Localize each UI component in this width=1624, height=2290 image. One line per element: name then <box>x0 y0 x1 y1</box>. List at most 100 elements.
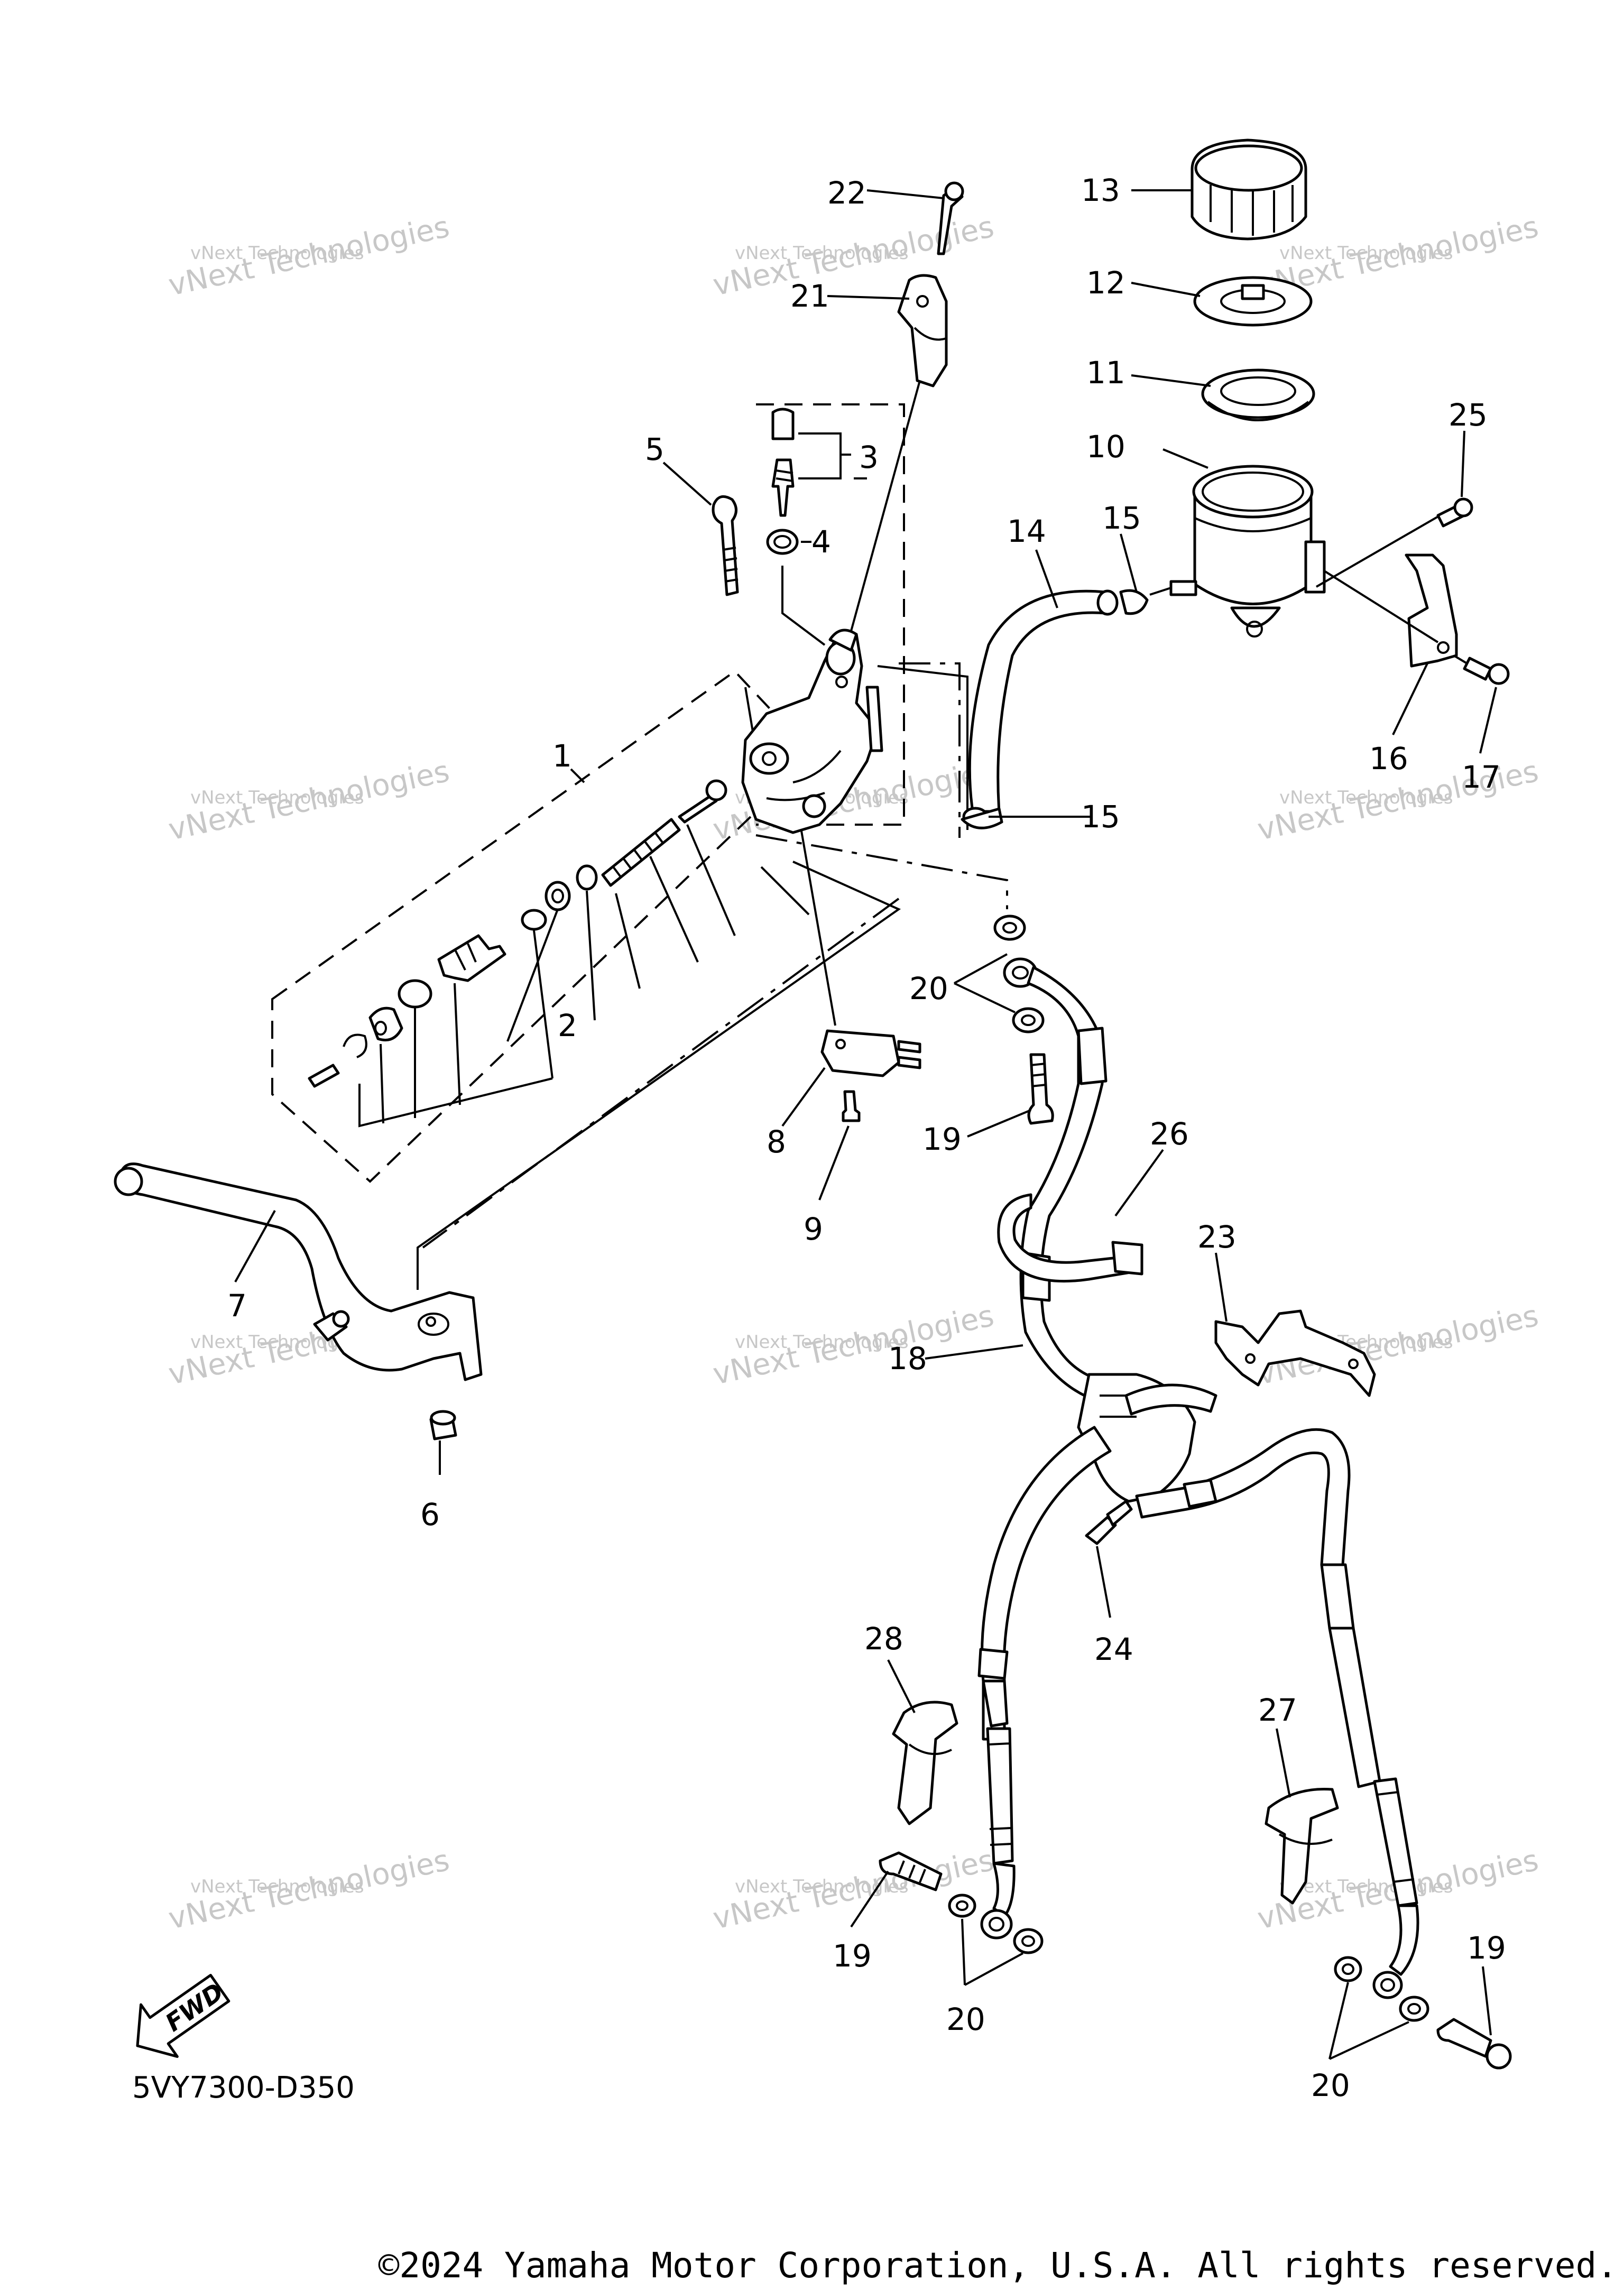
callout-11: 11 <box>1086 355 1125 391</box>
callout-22: 22 <box>827 175 866 211</box>
watermark: vNext Technologies vNext Technologies <box>710 1299 997 1392</box>
assembly-outlines <box>271 380 1008 1290</box>
callout-4: 4 <box>811 524 831 560</box>
watermark: vNext Technologies vNext Technologies <box>165 754 453 847</box>
piston-kit <box>308 779 736 1128</box>
washer <box>521 909 547 931</box>
brake-switch <box>820 1029 900 1077</box>
holder-group <box>897 181 964 387</box>
callout-3: 3 <box>859 439 879 475</box>
banjo <box>1372 1971 1403 1999</box>
callout-13: 13 <box>1081 172 1120 208</box>
banjo <box>980 1909 1013 1940</box>
callout-10: 10 <box>1086 429 1125 465</box>
callout-16: 16 <box>1369 741 1408 777</box>
hose-stay-23 <box>1214 1309 1376 1397</box>
bleed-screw-group <box>766 408 851 555</box>
bleed-screw-cap <box>771 408 795 440</box>
callout-2: 2 <box>558 1008 577 1044</box>
callout-25: 25 <box>1448 397 1488 433</box>
copyright-notice: ©2024 Yamaha Motor Corporation, U.S.A. A… <box>378 2245 1618 2286</box>
guide-line <box>760 866 810 916</box>
fwd-arrow-icon: FWD <box>136 1973 230 2058</box>
hose-guide-27 <box>1265 1787 1339 1905</box>
callout-19a: 19 <box>922 1121 962 1157</box>
circlip <box>343 1033 367 1058</box>
callout-20c: 20 <box>1311 2067 1350 2103</box>
bleed-screw <box>771 458 795 517</box>
callout-labels: 1 2 3 4 5 6 7 8 9 10 11 12 13 14 15 15 1… <box>227 172 1506 2103</box>
callout-6: 6 <box>420 1497 440 1532</box>
cup <box>545 881 571 911</box>
washer-20 <box>1013 1928 1044 1954</box>
reservoir-rim <box>1192 465 1314 519</box>
piston-kit-outline <box>271 670 816 1183</box>
svg-text:vNext Technologies: vNext Technologies <box>1279 1876 1453 1897</box>
guide-line <box>845 380 921 651</box>
watermark: vNext Technologies vNext Technologies <box>165 1843 453 1936</box>
watermark: vNext Technologies vNext Technologies <box>165 210 453 303</box>
hose-guide-28 <box>892 1701 958 1825</box>
master-cylinder <box>741 629 883 834</box>
bleed-screw-outline <box>756 403 905 826</box>
union-bolt-19 <box>1027 1053 1054 1125</box>
washer-20 <box>1334 1956 1362 1982</box>
screw-9 <box>842 1090 861 1122</box>
washer-20 <box>993 915 1026 941</box>
guide-line <box>755 834 1008 909</box>
callout-15a: 15 <box>1102 500 1141 536</box>
lower-left-hose <box>879 1679 1044 1954</box>
callout-24: 24 <box>1094 1631 1133 1667</box>
hose-fitting <box>1373 1777 1418 1907</box>
master-cylinder-body <box>741 633 879 834</box>
hose-clamp <box>1096 589 1119 616</box>
reservoir-bracket <box>1405 553 1458 668</box>
washer-20 <box>1399 1996 1429 2022</box>
diaphragm-plate <box>1193 276 1313 327</box>
callout-15b: 15 <box>1081 799 1120 835</box>
washer-20 <box>948 1894 976 1918</box>
guide-line <box>899 662 961 838</box>
brake-lever-group <box>114 1162 483 1441</box>
callout-leaders <box>234 189 1497 2060</box>
callout-21: 21 <box>790 278 829 314</box>
svg-text:vNext Technologies: vNext Technologies <box>735 243 909 264</box>
cap-4 <box>766 529 799 555</box>
callout-17: 17 <box>1462 759 1501 795</box>
svg-text:vNext Technologies: vNext Technologies <box>190 243 364 264</box>
callout-26: 26 <box>1150 1116 1189 1152</box>
lower-right-hose <box>1328 1627 1512 2070</box>
guide-line <box>422 898 900 1249</box>
reservoir-group <box>1169 138 1510 685</box>
svg-text:vNext Technologies: vNext Technologies <box>1279 787 1453 808</box>
guide-line <box>417 861 901 1290</box>
bolt-17 <box>1463 657 1492 681</box>
brake-hose-right <box>1135 1428 1351 1566</box>
o-ring <box>576 864 598 891</box>
bolt-24 <box>1085 1516 1117 1545</box>
brake-switch-group <box>820 1029 921 1122</box>
washer-20 <box>1012 1007 1045 1033</box>
callout-7: 7 <box>227 1288 247 1324</box>
svg-text:vNext Technologies: vNext Technologies <box>190 1876 364 1897</box>
callout-1: 1 <box>552 738 572 774</box>
svg-text:vNext Technologies: vNext Technologies <box>190 787 364 808</box>
spring <box>601 818 681 887</box>
holder-21 <box>897 274 948 387</box>
reservoir-hose-group <box>961 587 1171 829</box>
brake-lever <box>120 1162 483 1381</box>
callout-19b: 19 <box>833 1938 872 1974</box>
svg-text:vNext Technologies: vNext Technologies <box>735 1876 909 1897</box>
svg-text:vNext Technologies: vNext Technologies <box>1279 243 1453 264</box>
callout-28: 28 <box>864 1621 903 1657</box>
callout-14: 14 <box>1007 513 1046 549</box>
callout-20a: 20 <box>909 971 948 1007</box>
diagram-code: 5VY7300-D350 <box>132 2071 355 2105</box>
callout-12: 12 <box>1086 265 1125 301</box>
callout-20b: 20 <box>946 2001 985 2037</box>
watermark: vNext Technologies vNext Technologies <box>710 210 997 303</box>
callout-5: 5 <box>645 431 665 467</box>
hose-clamps <box>892 1701 1339 1905</box>
callout-23: 23 <box>1197 1219 1237 1255</box>
guide-line <box>877 665 968 830</box>
